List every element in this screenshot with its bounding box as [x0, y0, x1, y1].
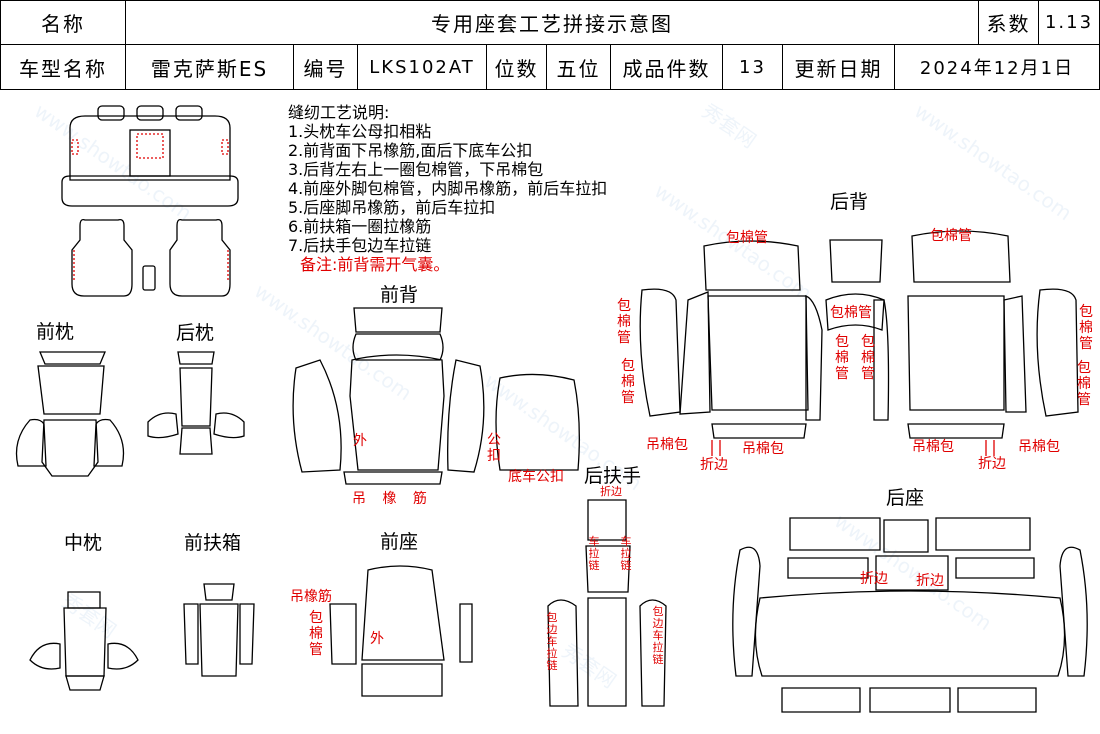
- annotation-bao-mian-guan-vertical: 包棉管: [835, 334, 849, 382]
- label-rear-back: 后背: [830, 191, 869, 213]
- rear-back-pieces: [639, 230, 1079, 439]
- annotation-di-che-gong-kou: 底车公扣: [508, 469, 564, 485]
- annotation-zhe-bian: 折边: [978, 456, 1006, 472]
- header-table: 名称 专用座套工艺拼接示意图 系数 1.13 车型名称 雷克萨斯ES 编号 LK…: [0, 0, 1100, 90]
- code-label: 编号: [293, 44, 358, 90]
- front-armbox-pieces: [183, 583, 255, 677]
- annotation-diao-xiang-jin-2: 吊橡筋: [290, 589, 332, 605]
- label-front-back: 前背: [380, 284, 419, 306]
- annotation-diao-mian-bao: 吊棉包: [742, 441, 784, 457]
- note-item: 6.前扶箱一圈拉橡筋: [288, 217, 432, 236]
- note-item: 5.后座脚吊橡筋，前后车拉扣: [288, 198, 496, 217]
- note-item: 1.头枕车公母扣相粘: [288, 122, 432, 141]
- label-front-seat: 前座: [380, 531, 419, 553]
- annotation-diao-mian-bao: 吊棉包: [646, 437, 688, 453]
- annotation-zhe-bian: 折边: [916, 573, 944, 589]
- annotation-zhe-bian: 折边: [700, 457, 728, 473]
- rear-headrest-pieces: [147, 351, 245, 455]
- annotation-bao-bian-che-la-lian-right: 包边车拉链: [652, 605, 664, 666]
- middle-headrest-pieces: [29, 591, 139, 691]
- date-label: 更新日期: [782, 44, 895, 90]
- annotation-bao-bian-che-la-lian-left: 包边车拉链: [546, 611, 558, 672]
- annotation-gong-kou: 公扣: [487, 432, 501, 464]
- rear-armrest-pieces: [547, 499, 667, 707]
- annotation-bao-mian-guan-vertical: 包棉管: [861, 334, 875, 382]
- label-middle-headrest: 中枕: [64, 532, 103, 554]
- annotation-diao-mian-bao: 吊棉包: [1018, 439, 1060, 455]
- annotation-diao-xiang-jin: 吊 橡 筋: [352, 491, 433, 507]
- annotation-che-la-lian-left: 车拉链: [588, 535, 600, 572]
- sewing-notes: 缝纫工艺说明: 1.头枕车公母扣相粘 2.前背面下吊橡筋,面后下底车公扣 3.后…: [288, 103, 607, 274]
- annotation-bao-mian-guan-vertical: 包棉管: [1077, 360, 1091, 408]
- annotation-bao-mian-guan: 包棉管: [830, 305, 872, 321]
- annotation-bao-mian-guan-vertical: 包棉管: [1079, 304, 1093, 352]
- annotation-bao-mian-guan-vertical: 包棉管: [617, 298, 631, 346]
- annotation-wai: 外: [353, 433, 367, 449]
- annotation-bao-mian-guan-vertical: 包棉管: [309, 610, 323, 658]
- label-rear-seat: 后座: [886, 487, 925, 509]
- annotation-diao-mian-bao: 吊棉包: [912, 439, 954, 455]
- note-item: 2.前背面下吊橡筋,面后下底车公扣: [288, 141, 533, 160]
- annotation-bao-mian-guan: 包棉管: [930, 228, 972, 244]
- note-item: 3.后背左右上一圈包棉管，下吊棉包: [288, 160, 544, 179]
- label-front-headrest: 前枕: [36, 321, 75, 343]
- model-value: 雷克萨斯ES: [125, 44, 294, 90]
- note-item: 4.前座外脚包棉管，内脚吊橡筋，前后车拉扣: [288, 179, 608, 198]
- annotation-zhe-bian: 折边: [860, 571, 888, 587]
- label-rear-armrest: 后扶手: [584, 465, 642, 487]
- front-seat-pieces: [329, 565, 473, 697]
- note-item: 7.后扶手包边车拉链: [288, 236, 432, 255]
- seats-value: 五位: [546, 44, 611, 90]
- notes-remark: 备注:前背需开气囊。: [300, 255, 450, 274]
- notes-title: 缝纫工艺说明:: [288, 103, 390, 122]
- rear-seat-pieces: [732, 517, 1088, 713]
- fold-arrows: [711, 440, 995, 456]
- annotation-bao-mian-guan: 包棉管: [726, 230, 768, 246]
- front-headrest-pieces: [15, 351, 125, 477]
- annotation-bao-mian-guan-vertical: 包棉管: [621, 358, 635, 406]
- label-front-armbox: 前扶箱: [184, 532, 242, 554]
- coef-label: 系数: [978, 0, 1039, 45]
- seat-overview-illustration: [61, 105, 239, 297]
- annotation-wai: 外: [370, 631, 384, 647]
- front-back-pieces: [292, 307, 580, 485]
- annotation-che-la-lian-right: 车拉链: [620, 535, 632, 572]
- label-rear-headrest: 后枕: [176, 322, 215, 344]
- annotation-zhe-bian-small: 折边: [600, 485, 622, 498]
